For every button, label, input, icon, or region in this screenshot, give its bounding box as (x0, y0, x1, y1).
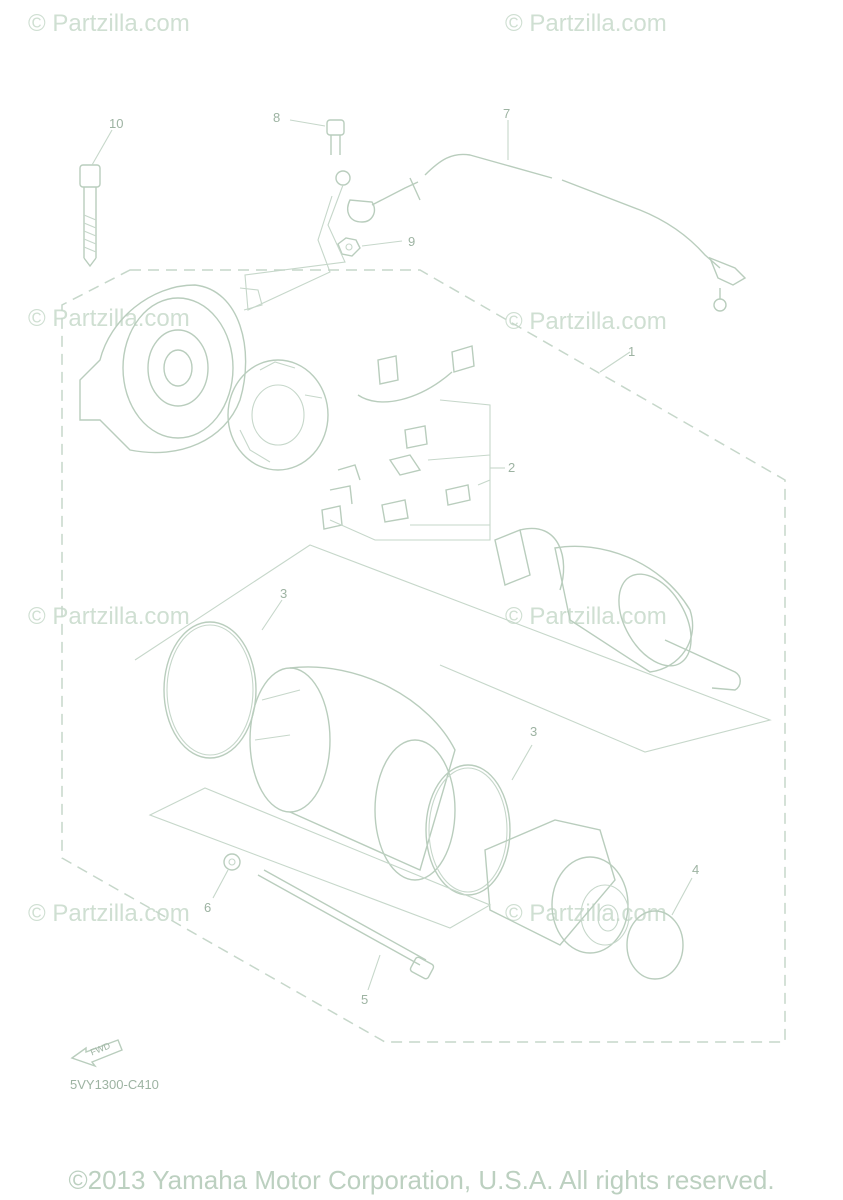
o-ring-part-3[interactable] (163, 621, 257, 759)
leader-line (261, 599, 283, 631)
copyright-notice: ©2013 Yamaha Motor Corporation, U.S.A. A… (68, 1165, 775, 1195)
leader-line (244, 184, 346, 311)
brush-holder (227, 359, 329, 471)
watermark: © Partzilla.com (28, 603, 190, 630)
callout-7: 7 (503, 106, 511, 121)
leader-line (289, 119, 326, 127)
leader-line (367, 954, 381, 991)
armature-frame (134, 544, 772, 753)
o-ring-part-3[interactable] (425, 764, 511, 896)
leader-line (599, 351, 631, 373)
bolt-part-8[interactable] (326, 119, 345, 155)
washer-part-6[interactable] (223, 853, 241, 871)
nut-part-9[interactable] (337, 237, 361, 257)
callout-5: 5 (361, 992, 369, 1007)
brush-set-part-2[interactable] (321, 345, 491, 541)
callout-4: 4 (692, 862, 700, 877)
watermark: © Partzilla.com (28, 10, 190, 37)
rear-cover (79, 284, 263, 454)
callout-3: 3 (530, 724, 538, 739)
callout-8: 8 (273, 110, 281, 125)
through-bolt-frame (148, 787, 492, 929)
leader-line (91, 129, 113, 166)
through-bolt-part-5[interactable] (257, 869, 435, 980)
front-cover (484, 819, 630, 954)
bolt-part-10[interactable] (79, 164, 101, 268)
watermark: © Partzilla.com (505, 10, 667, 37)
yoke (249, 666, 456, 881)
assembly-boundary (61, 269, 786, 1043)
o-ring-part-4[interactable] (626, 910, 684, 980)
part-code: 5VY1300-C410 (70, 1077, 159, 1092)
leader-line (511, 744, 533, 781)
watermark: © Partzilla.com (505, 603, 667, 630)
callout-2: 2 (508, 460, 516, 475)
callout-10: 10 (109, 116, 124, 131)
lead-wire-part-7[interactable] (335, 153, 747, 312)
watermark: © Partzilla.com (28, 305, 190, 332)
callout-9: 9 (408, 234, 416, 249)
fwd-arrow-icon (70, 1039, 123, 1068)
callout-1: 1 (628, 344, 636, 359)
leader-line (361, 240, 403, 247)
callout-6: 6 (204, 900, 212, 915)
leader-line (212, 869, 229, 899)
armature (494, 527, 741, 691)
callout-3: 3 (280, 586, 288, 601)
watermark: © Partzilla.com (505, 308, 667, 335)
leader-line (671, 877, 693, 916)
watermark: © Partzilla.com (28, 900, 190, 927)
